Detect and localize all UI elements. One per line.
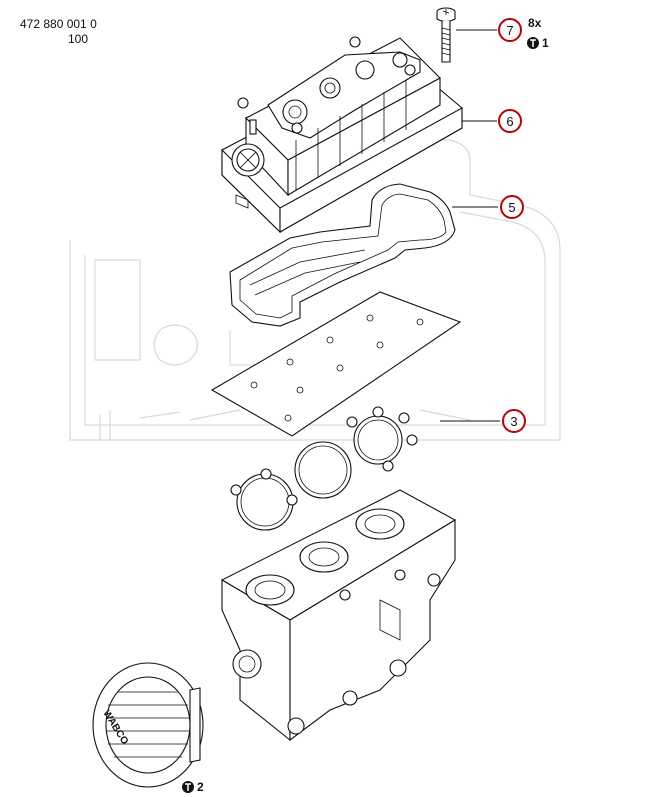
callout-5-circle	[500, 195, 524, 219]
seal-rings-part-3	[230, 406, 418, 531]
revision-number: 100	[68, 32, 89, 46]
callout-6-circle	[498, 109, 522, 133]
callout-5-number: 5	[508, 200, 515, 215]
callout-7: 7 8x 1	[498, 16, 549, 50]
callout-3-number: 3	[510, 414, 517, 429]
callout-3-circle	[502, 409, 526, 433]
silencer-cap: WABCO	[92, 662, 204, 788]
callout-6: 6	[498, 109, 522, 133]
callout-7-number: 7	[506, 23, 513, 38]
intermediate-plate	[210, 291, 462, 437]
bottom-torque-value: 2	[197, 780, 204, 794]
screw-part-7	[436, 7, 456, 63]
callout-7-torque: 1	[542, 36, 549, 50]
valve-body	[220, 489, 457, 742]
cover-part-6	[221, 36, 463, 234]
callout-7-quantity: 8x	[528, 16, 542, 30]
torque-icon	[527, 37, 539, 49]
drawing-header: 472 880 001 0 100	[20, 17, 97, 47]
bottom-torque: 2	[182, 780, 204, 794]
callout-6-number: 6	[506, 114, 513, 129]
leader-lines	[440, 29, 500, 422]
callout-7-circle	[498, 18, 522, 42]
gasket-part-5	[229, 183, 456, 327]
callout-3: 3	[502, 409, 526, 433]
part-number: 472 880 001 0	[20, 17, 97, 31]
callout-5: 5	[500, 195, 524, 219]
